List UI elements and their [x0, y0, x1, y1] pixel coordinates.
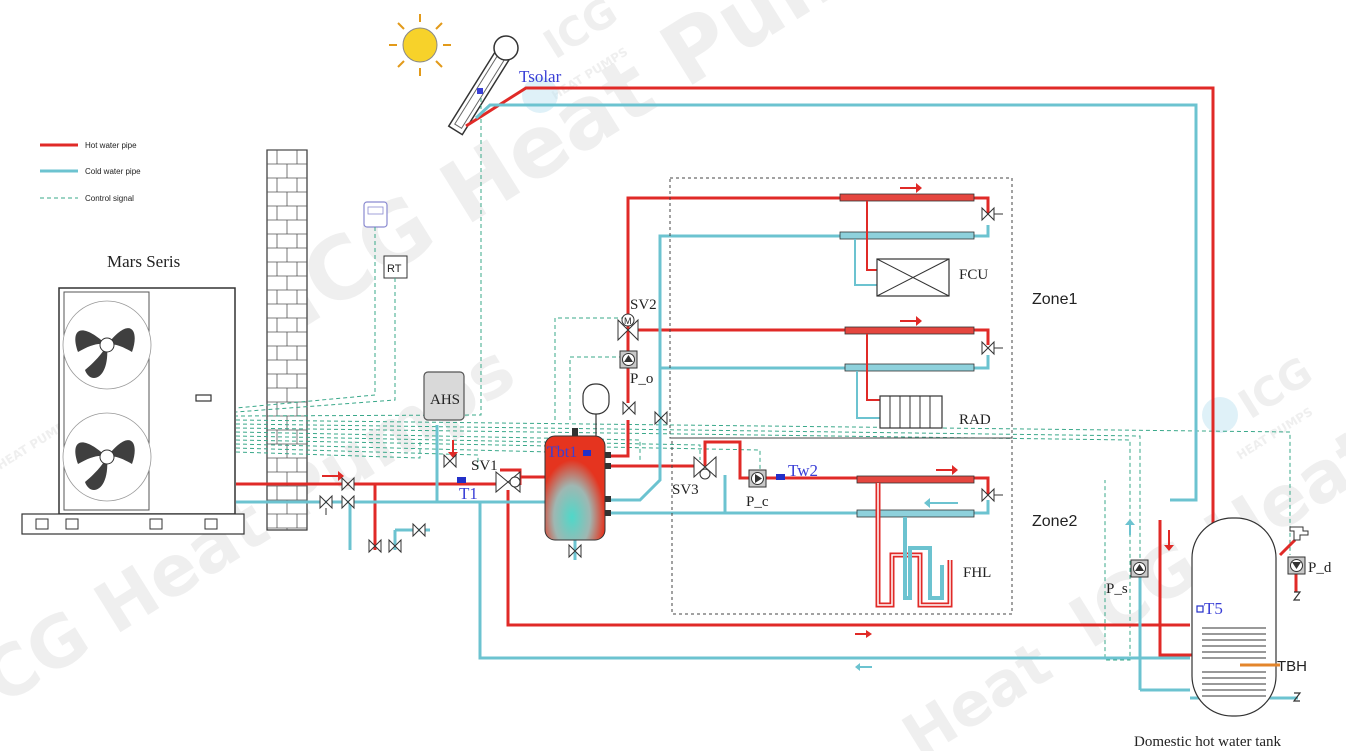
tbh-label: TBH: [1277, 658, 1307, 675]
sv3-label: SV3: [672, 482, 699, 498]
valve-icon: [981, 206, 1003, 222]
valve-icon: [341, 494, 355, 510]
control-signal-lines: [235, 98, 1291, 661]
room-thermostat-rt: RT: [383, 255, 408, 279]
tbt1-label: Tbt1: [547, 444, 577, 461]
cold-water-pipes: [236, 103, 1298, 700]
valve-icon: [981, 340, 1003, 356]
legend-cold-label: Cold water pipe: [85, 167, 141, 176]
floor-heating-loop: [875, 483, 953, 608]
t1-label: T1: [459, 484, 478, 503]
valve-icon: [443, 453, 457, 469]
fhl-label: FHL: [963, 565, 991, 581]
sv1-valve: [495, 470, 521, 494]
tsolar-label: Tsolar: [519, 67, 562, 86]
fan-icon: [62, 412, 152, 502]
unit-title: Mars Seris: [107, 252, 180, 271]
sv2-valve: M: [617, 313, 639, 342]
valve-icon: [368, 538, 382, 554]
valve-icon: [319, 494, 333, 515]
valve-icon: [622, 400, 636, 416]
p-s-label: P_s: [1106, 581, 1128, 597]
tbt1-sensor: [583, 450, 591, 456]
t5-sensor: [1196, 605, 1204, 613]
legend-signal-label: Control signal: [85, 194, 134, 203]
buffer-tank: [544, 428, 611, 541]
t5-label: T5: [1204, 599, 1223, 618]
svg-text:RT: RT: [387, 263, 402, 275]
sv2-label: SV2: [630, 297, 657, 313]
radiator: [856, 334, 943, 429]
pump-icon: [619, 350, 638, 369]
manifolds: [839, 193, 975, 518]
zone1-box: [669, 177, 1013, 439]
fan-coil-unit: [854, 201, 950, 297]
ahs-heater: AHS: [423, 371, 465, 421]
rad-label: RAD: [959, 412, 991, 428]
flow-arrows: [322, 183, 1174, 671]
valves: [319, 206, 1003, 559]
dhw-tank: [1191, 517, 1280, 717]
solar-collector: [447, 35, 519, 136]
pump-icon: [748, 469, 767, 488]
pump-icon: [1287, 556, 1306, 575]
fan-icon: [62, 300, 152, 390]
zone2-label: Zone2: [1032, 513, 1077, 530]
legend: Hot water pipe Cold water pipe Control s…: [40, 141, 141, 203]
p-d-label: P_d: [1308, 560, 1332, 576]
expansion-vessel: [582, 383, 610, 436]
valve-icon: [388, 538, 402, 554]
dhw-tank-label: Domestic hot water tank: [1134, 734, 1282, 750]
p-o-label: P_o: [630, 371, 653, 387]
fcu-label: FCU: [959, 267, 988, 283]
check-valve-icon: [1292, 591, 1302, 702]
sv3-valve: [693, 455, 717, 480]
legend-hot-label: Hot water pipe: [85, 141, 137, 150]
thermostat-icon: [363, 201, 388, 228]
p-c-label: P_c: [746, 494, 769, 510]
svg-text:M: M: [624, 316, 632, 326]
sv1-label: SV1: [471, 458, 498, 474]
valve-icon: [412, 522, 426, 538]
tw2-label: Tw2: [788, 461, 818, 480]
sun-icon: [389, 14, 451, 76]
valve-icon: [654, 410, 668, 426]
outdoor-unit: [21, 287, 245, 535]
valve-icon: [568, 543, 582, 559]
tsolar-sensor: [477, 88, 483, 94]
svg-text:AHS: AHS: [430, 392, 460, 408]
hot-water-pipes: [236, 86, 1298, 657]
faucet-icon: [1289, 526, 1309, 541]
svg-text:Heat: Heat: [891, 629, 1064, 751]
valve-icon: [341, 476, 355, 492]
tw2-sensor: [776, 474, 785, 480]
t1-sensor: [457, 477, 466, 483]
pump-icon: [1130, 559, 1149, 578]
brick-wall: [266, 149, 308, 531]
zone1-label: Zone1: [1032, 291, 1077, 308]
valve-icon: [981, 487, 1003, 503]
heating-coil: [1202, 627, 1266, 697]
zone2-box: [671, 437, 1013, 615]
